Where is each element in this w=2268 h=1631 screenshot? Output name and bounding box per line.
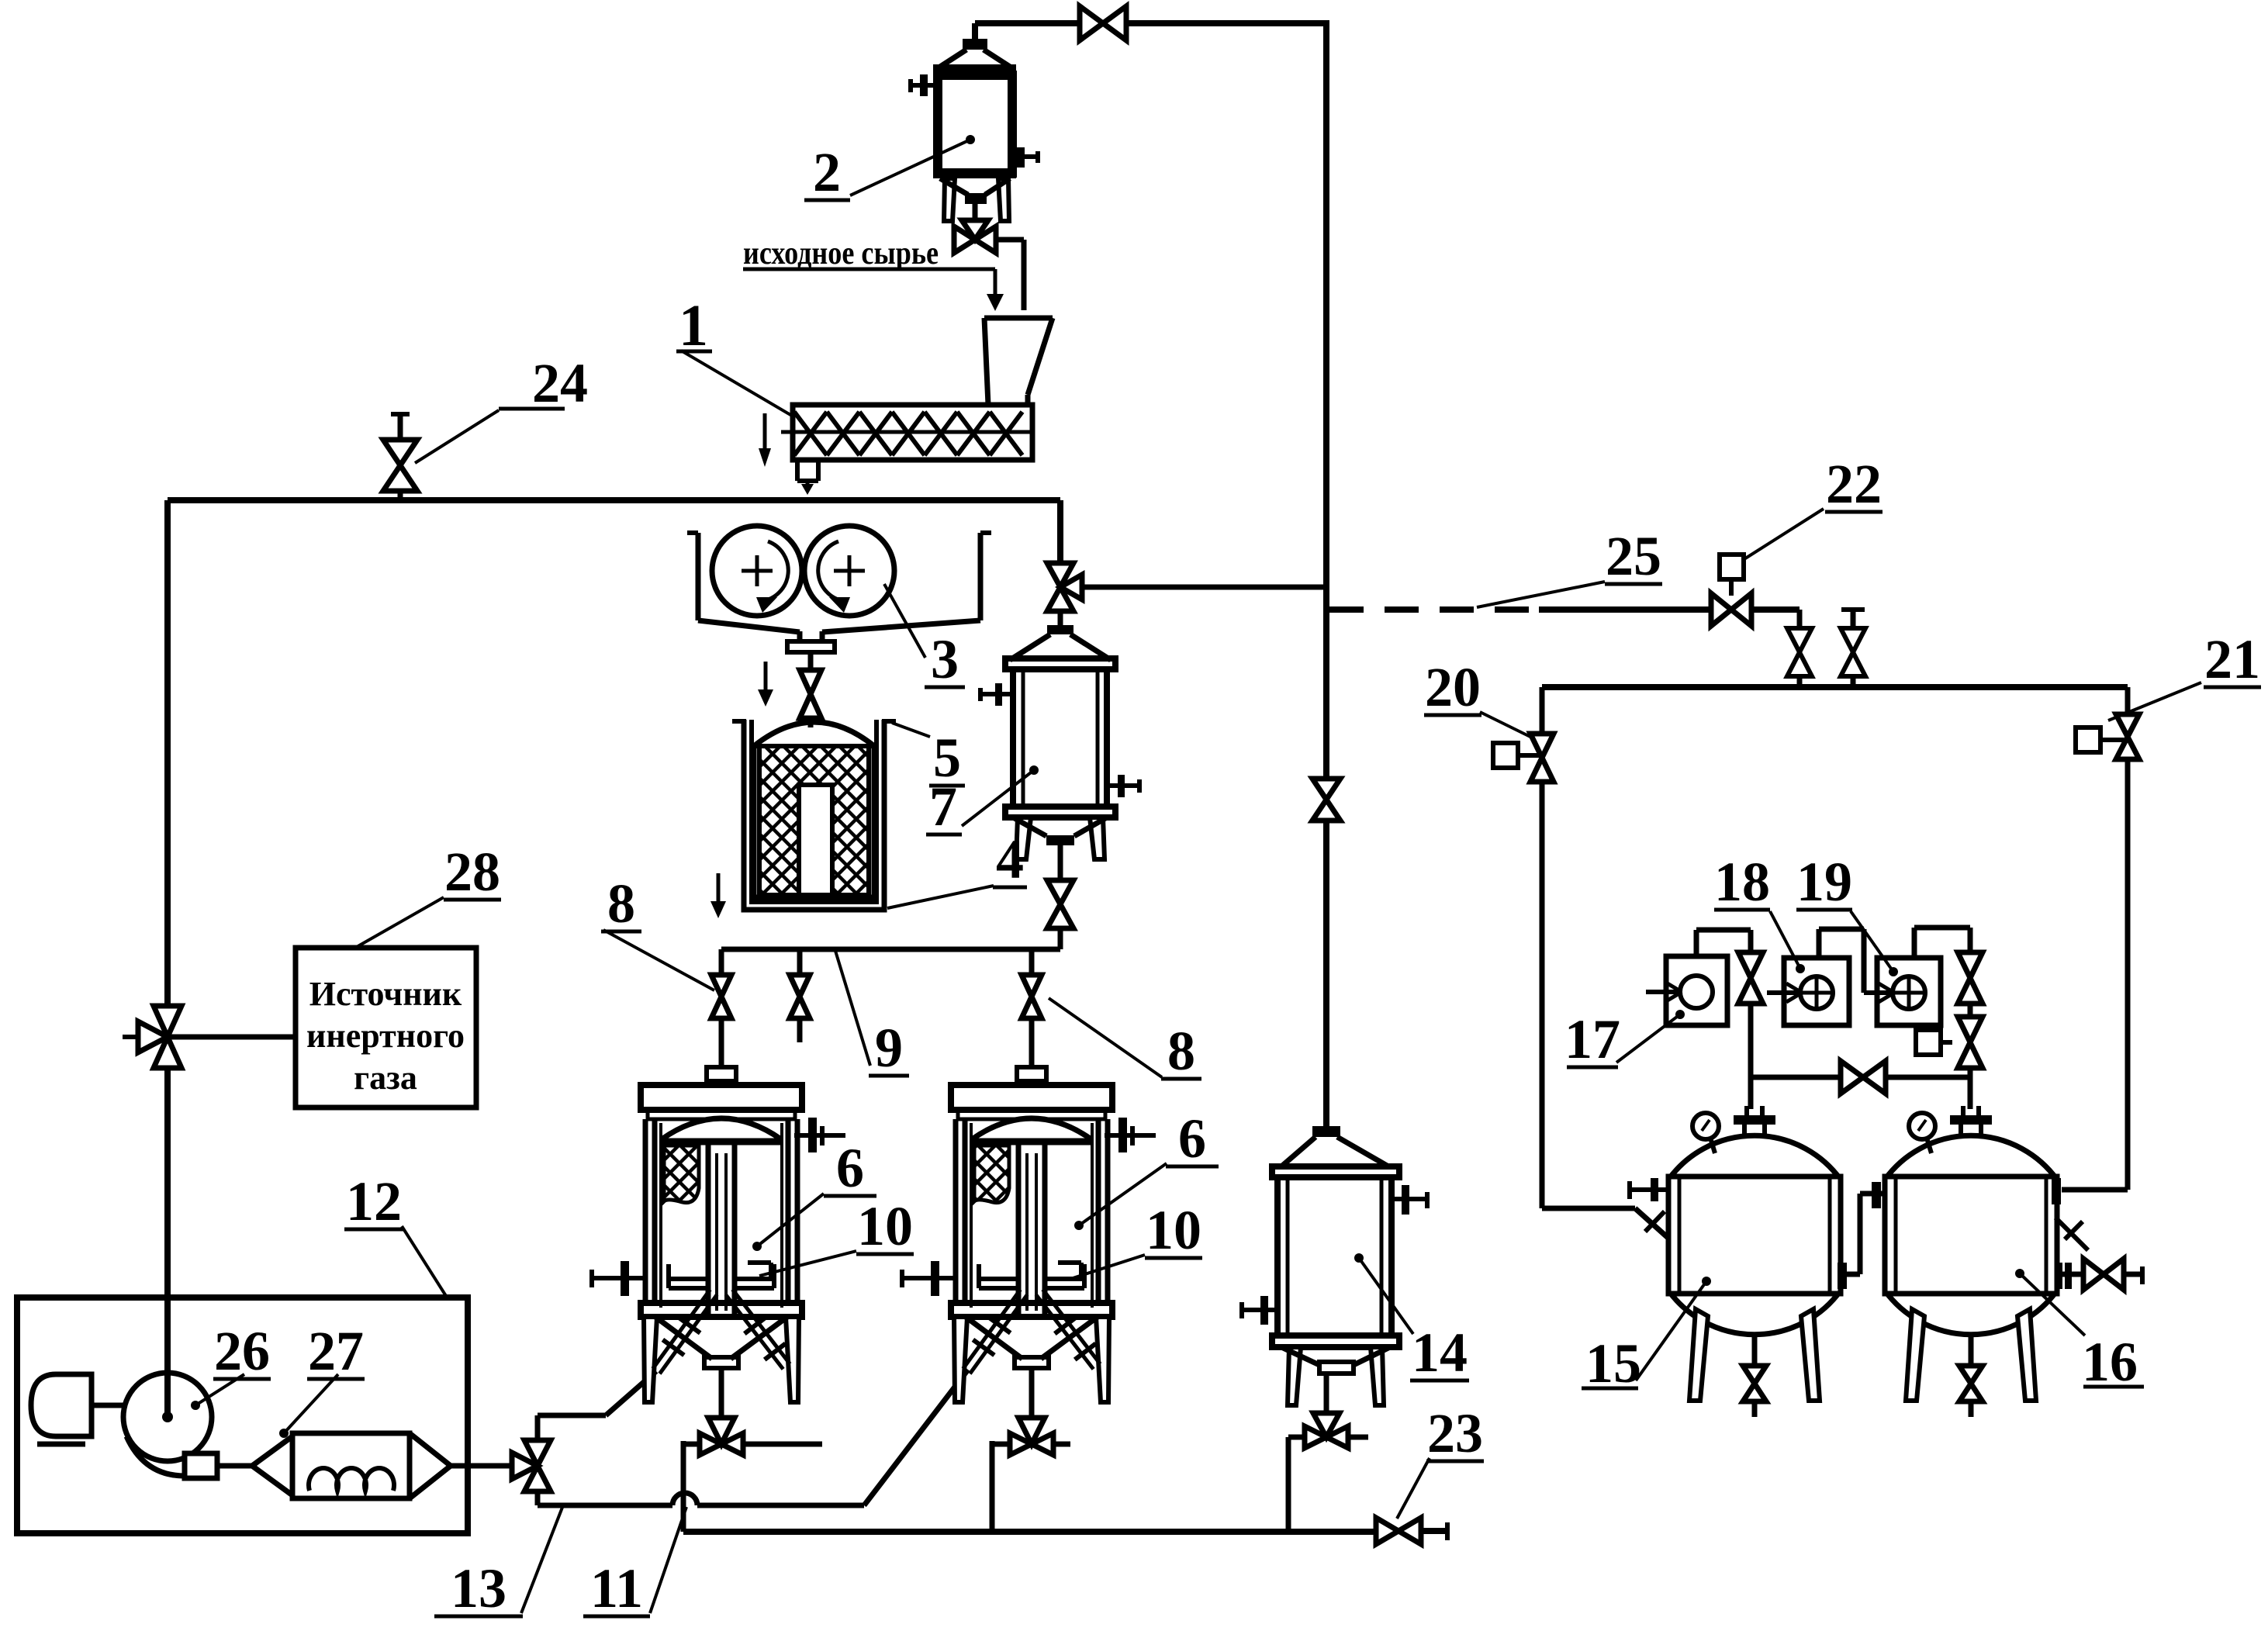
svg-text:газа: газа bbox=[354, 1059, 417, 1097]
svg-text:6: 6 bbox=[836, 1137, 864, 1199]
svg-text:18: 18 bbox=[1714, 851, 1770, 913]
svg-text:21: 21 bbox=[2204, 628, 2260, 690]
svg-text:9: 9 bbox=[875, 1017, 903, 1079]
svg-text:8: 8 bbox=[607, 873, 635, 935]
svg-text:4: 4 bbox=[996, 828, 1024, 890]
svg-text:Источник: Источник bbox=[309, 975, 462, 1013]
svg-text:25: 25 bbox=[1606, 525, 1661, 587]
svg-text:19: 19 bbox=[1796, 851, 1852, 913]
svg-text:7: 7 bbox=[929, 776, 957, 838]
svg-text:12: 12 bbox=[346, 1170, 402, 1232]
svg-text:20: 20 bbox=[1425, 656, 1481, 718]
svg-text:17: 17 bbox=[1564, 1008, 1620, 1070]
svg-text:27: 27 bbox=[308, 1320, 364, 1382]
svg-text:11: 11 bbox=[590, 1557, 643, 1619]
svg-text:23: 23 bbox=[1427, 1402, 1483, 1464]
svg-text:16: 16 bbox=[2082, 1331, 2138, 1393]
svg-text:исходное сырье: исходное сырье bbox=[743, 236, 939, 271]
svg-text:1: 1 bbox=[679, 293, 708, 358]
svg-text:инертного: инертного bbox=[306, 1017, 465, 1055]
svg-text:26: 26 bbox=[214, 1320, 270, 1382]
svg-text:2: 2 bbox=[813, 141, 841, 203]
svg-text:10: 10 bbox=[857, 1195, 913, 1257]
svg-text:15: 15 bbox=[1585, 1332, 1641, 1394]
svg-text:8: 8 bbox=[1167, 1020, 1195, 1082]
svg-text:13: 13 bbox=[451, 1557, 506, 1619]
svg-text:10: 10 bbox=[1146, 1199, 1201, 1261]
svg-text:14: 14 bbox=[1412, 1322, 1468, 1384]
svg-text:3: 3 bbox=[931, 628, 959, 690]
svg-text:28: 28 bbox=[444, 841, 500, 903]
svg-text:5: 5 bbox=[933, 727, 961, 789]
svg-text:22: 22 bbox=[1826, 453, 1882, 515]
svg-text:6: 6 bbox=[1178, 1107, 1206, 1170]
svg-text:24: 24 bbox=[532, 352, 588, 414]
